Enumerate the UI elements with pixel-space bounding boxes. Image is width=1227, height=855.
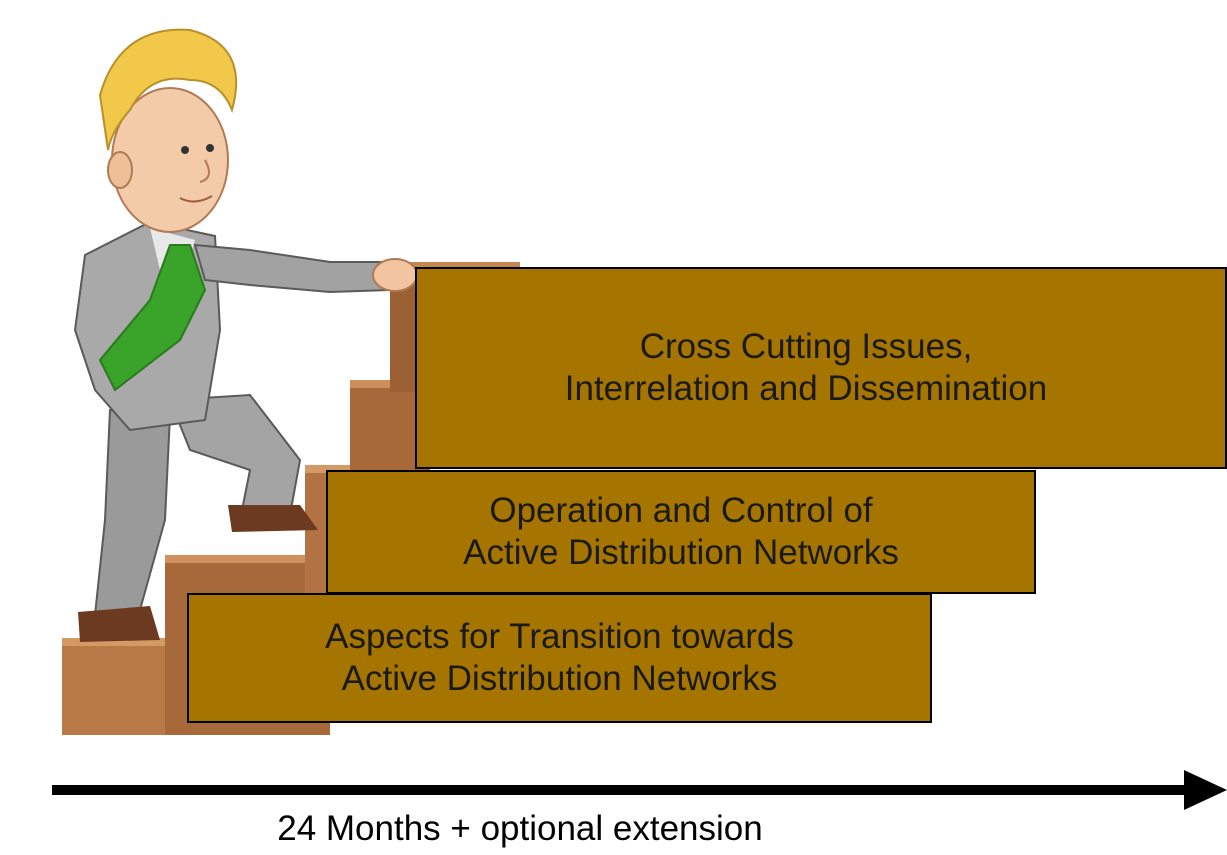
step-box-transition: Aspects for Transition towards Active Di… [187, 593, 932, 723]
step-1-line-1: Aspects for Transition towards [325, 617, 794, 656]
step-2-line-1: Operation and Control of [489, 491, 873, 530]
businessman-figure [73, 28, 418, 642]
step-box-operation-control: Operation and Control of Active Distribu… [326, 470, 1036, 594]
step-2-line-2: Active Distribution Networks [463, 533, 899, 572]
step-box-cross-cutting: Cross Cutting Issues, Interrelation and … [415, 267, 1227, 469]
step-3-line-1: Cross Cutting Issues, [639, 327, 973, 366]
timeline-label: 24 Months + optional extension [277, 809, 763, 848]
step-1-line-2: Active Distribution Networks [341, 659, 778, 698]
timeline-arrow [52, 770, 1227, 810]
step-3-line-2: Interrelation and Dissemination [564, 369, 1048, 408]
